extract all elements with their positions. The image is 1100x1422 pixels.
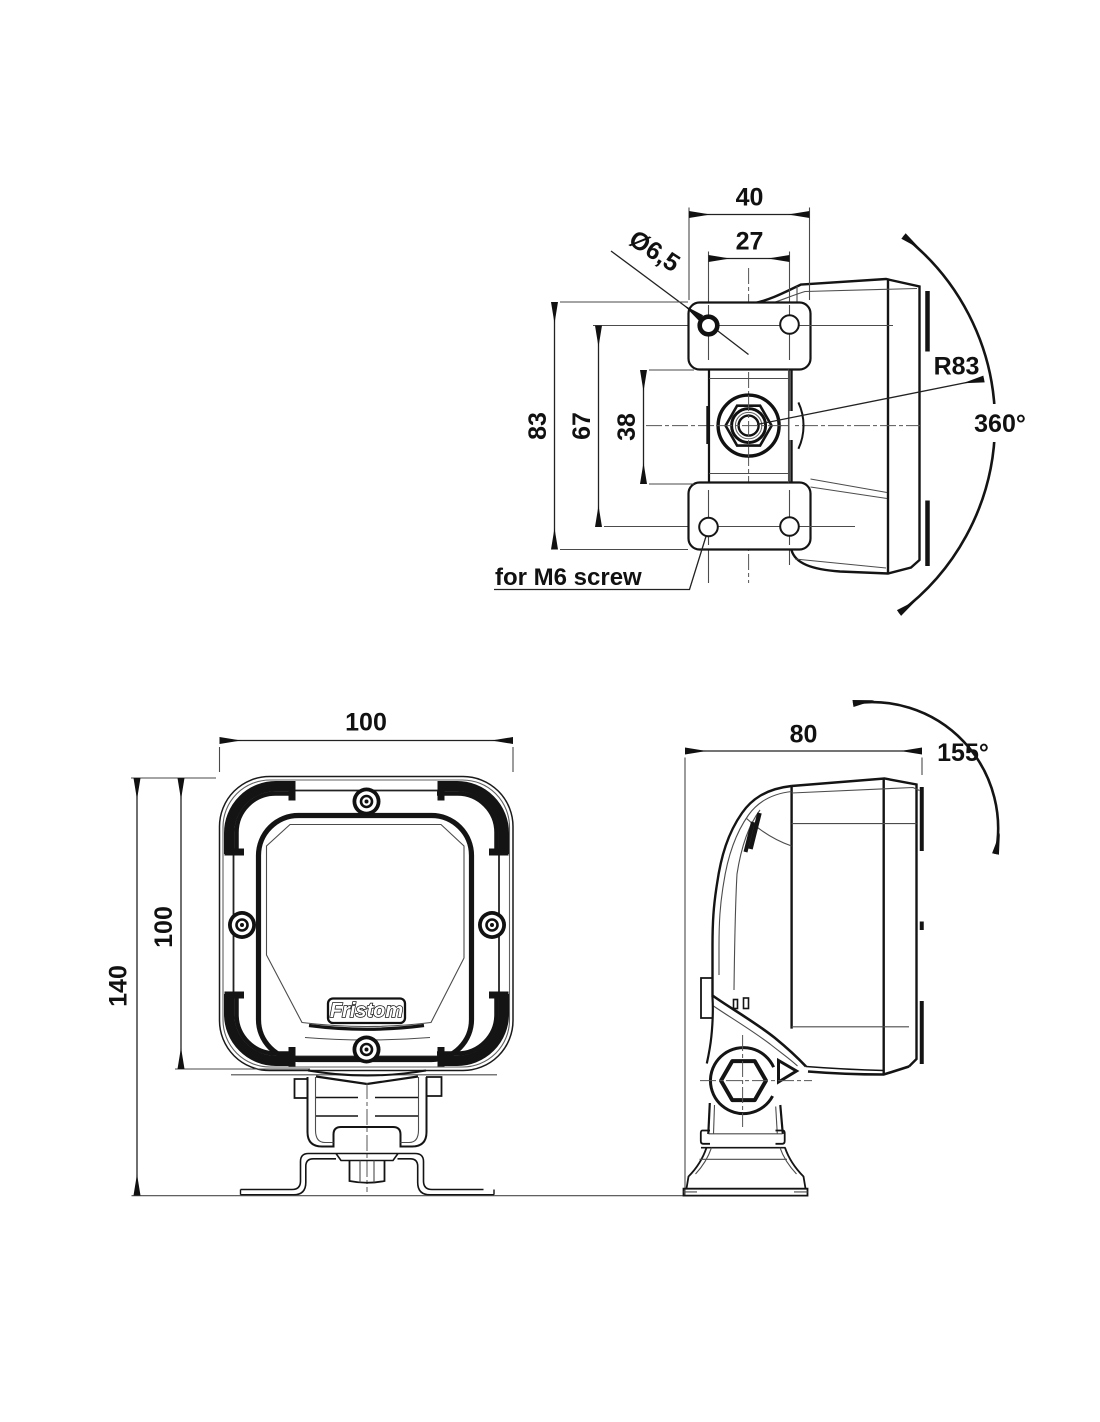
svg-text:100: 100 <box>345 709 387 737</box>
svg-text:27: 27 <box>736 228 764 256</box>
svg-text:80: 80 <box>790 721 818 749</box>
svg-text:38: 38 <box>613 413 641 441</box>
svg-text:67: 67 <box>568 412 596 440</box>
svg-text:Fristom: Fristom <box>330 1000 403 1022</box>
svg-text:100: 100 <box>150 906 178 948</box>
svg-text:40: 40 <box>736 184 764 212</box>
svg-text:for M6 screw: for M6 screw <box>495 564 642 591</box>
svg-text:83: 83 <box>524 412 552 440</box>
svg-text:Fristom: Fristom <box>330 1000 403 1022</box>
svg-text:R83: R83 <box>934 353 980 381</box>
svg-text:360°: 360° <box>974 410 1026 438</box>
svg-text:140: 140 <box>105 965 133 1007</box>
